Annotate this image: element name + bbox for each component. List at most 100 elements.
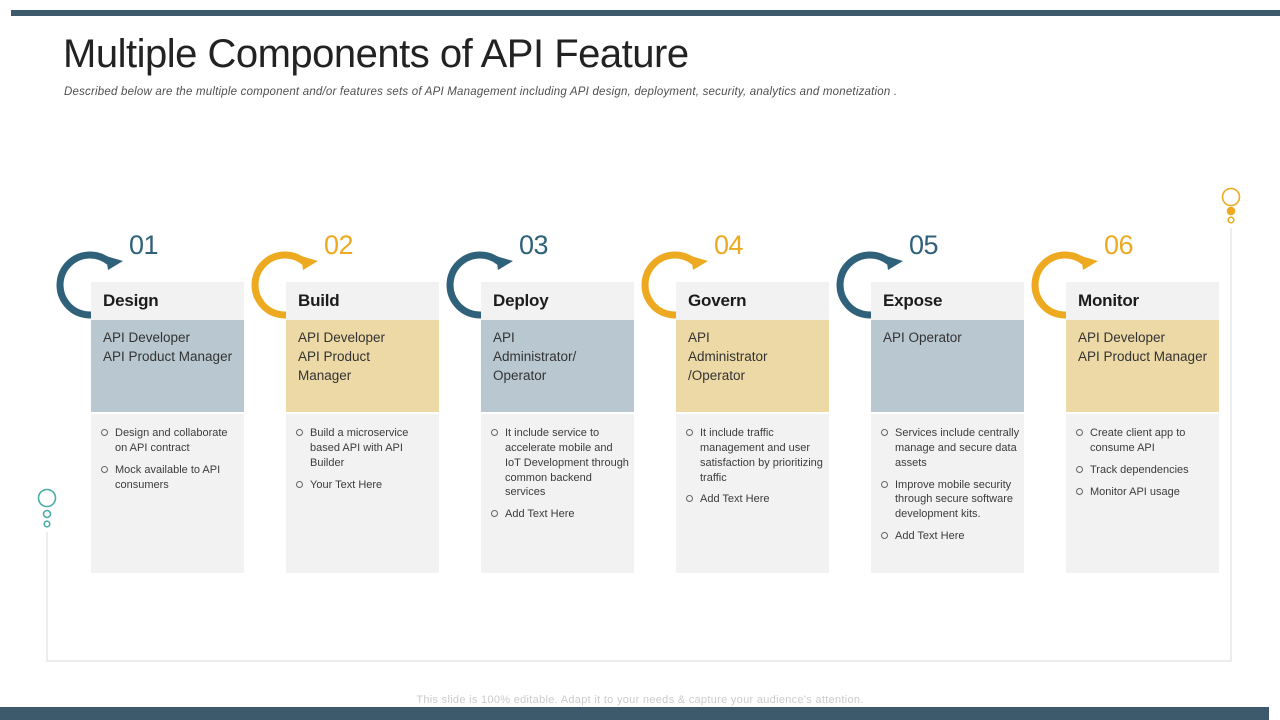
step-number: 01 xyxy=(129,230,159,260)
role-line: API Operator xyxy=(883,330,962,345)
role-line: API Product xyxy=(298,348,371,364)
role-box: API Operator xyxy=(871,320,1024,412)
feature-title: Build xyxy=(286,282,439,320)
step-number: 02 xyxy=(324,230,354,260)
bullet-marker-icon xyxy=(684,426,700,485)
step-number: 03 xyxy=(519,230,549,260)
bullet-item: Create client app to consume API xyxy=(1074,426,1215,456)
role-line: API xyxy=(688,330,710,345)
right-dots-decoration xyxy=(1221,187,1241,224)
bullet-text: Add Text Here xyxy=(700,493,770,506)
bullet-item: Build a microservice based API with API … xyxy=(294,426,435,471)
bullet-text: Services include centrally manage and se… xyxy=(895,427,1020,469)
left-dots-decoration xyxy=(37,488,57,528)
bullet-text: Track dependencies xyxy=(1090,463,1189,476)
bullet-list: Create client app to consume API Track de… xyxy=(1066,414,1219,573)
feature-card: Expose API Operator Services include cen… xyxy=(871,282,1024,573)
step-number: 04 xyxy=(714,230,744,260)
bullet-text: Create client app to consume API xyxy=(1090,427,1186,454)
bullet-marker-icon xyxy=(294,478,310,493)
step-number: 06 xyxy=(1104,230,1134,260)
bullet-marker-icon xyxy=(879,478,895,523)
page-subtitle: Described below are the multiple compone… xyxy=(64,86,898,98)
footer-note: This slide is 100% editable. Adapt it to… xyxy=(416,694,864,706)
top-accent-bar xyxy=(11,10,1280,16)
bullet-marker-icon xyxy=(879,529,895,544)
role-line: API Product Manager xyxy=(103,348,233,364)
bullet-item: Add Text Here xyxy=(684,492,825,507)
bullet-text: Your Text Here xyxy=(310,478,383,491)
role-box: API Administrator/Operator xyxy=(481,320,634,412)
arc-swoosh-icon xyxy=(251,251,318,319)
feature-title: Deploy xyxy=(481,282,634,320)
bullet-item: Add Text Here xyxy=(879,529,1020,544)
feature-card: Deploy API Administrator/Operator It incl… xyxy=(481,282,634,573)
bullet-list: It include traffic management and user s… xyxy=(676,414,829,573)
bullet-item: Monitor API usage xyxy=(1074,485,1215,500)
role-line: API Developer xyxy=(1078,330,1166,345)
bullet-text: Add Text Here xyxy=(505,508,575,521)
arc-swoosh-icon xyxy=(641,251,708,319)
bullet-marker-icon xyxy=(1074,463,1090,478)
bullet-list: Services include centrally manage and se… xyxy=(871,414,1024,573)
bullet-marker-icon xyxy=(489,507,505,522)
bullet-marker-icon xyxy=(684,492,700,507)
bullet-item: Design and collaborate on API contract xyxy=(99,426,240,456)
bullet-item: Improve mobile security through secure s… xyxy=(879,478,1020,523)
role-line: API Product Manager xyxy=(1078,348,1208,364)
bullet-item: It include service to accelerate mobile … xyxy=(489,426,630,500)
bullet-text: Improve mobile security through secure s… xyxy=(895,478,1014,521)
bullet-item: Track dependencies xyxy=(1074,463,1215,478)
bullet-text: It include service to accelerate mobile … xyxy=(505,427,629,499)
role-line: API Developer xyxy=(298,330,386,345)
role-line: Operator xyxy=(493,367,547,383)
bullet-item: It include traffic management and user s… xyxy=(684,426,825,485)
bullet-marker-icon xyxy=(99,463,115,493)
bullet-list: It include service to accelerate mobile … xyxy=(481,414,634,573)
arc-swoosh-icon xyxy=(56,251,123,319)
bullet-text: Build a microservice based API with API … xyxy=(310,427,409,469)
bullet-marker-icon xyxy=(99,426,115,456)
step-number: 05 xyxy=(909,230,939,260)
role-line: API Developer xyxy=(103,330,191,345)
role-line: Manager xyxy=(298,367,352,383)
bullet-item: Mock available to API consumers xyxy=(99,463,240,493)
feature-column: 03 Deploy API Administrator/Operator It i… xyxy=(446,230,634,573)
bullet-marker-icon xyxy=(1074,426,1090,456)
bullet-item: Add Text Here xyxy=(489,507,630,522)
bullet-text: Add Text Here xyxy=(895,530,965,543)
bullet-item: Services include centrally manage and se… xyxy=(879,426,1020,471)
role-line: Administrator/ xyxy=(493,348,577,364)
feature-title: Design xyxy=(91,282,244,320)
bullet-marker-icon xyxy=(1074,485,1090,500)
page-title: Multiple Components of API Feature xyxy=(63,32,689,76)
role-line: /Operator xyxy=(688,367,746,383)
bullet-marker-icon xyxy=(879,426,895,471)
arc-swoosh-icon xyxy=(1031,251,1098,319)
bullet-text: Monitor API usage xyxy=(1090,485,1180,498)
bullet-item: Your Text Here xyxy=(294,478,435,493)
arc-swoosh-icon xyxy=(446,251,513,319)
bullet-marker-icon xyxy=(489,426,505,500)
bullet-text: Mock available to API consumers xyxy=(115,463,221,491)
feature-title: Govern xyxy=(676,282,829,320)
arc-swoosh-icon xyxy=(836,251,903,319)
bullet-text: Design and collaborate on API contract xyxy=(115,427,228,454)
role-line: API xyxy=(493,330,515,345)
feature-title: Monitor xyxy=(1066,282,1219,320)
